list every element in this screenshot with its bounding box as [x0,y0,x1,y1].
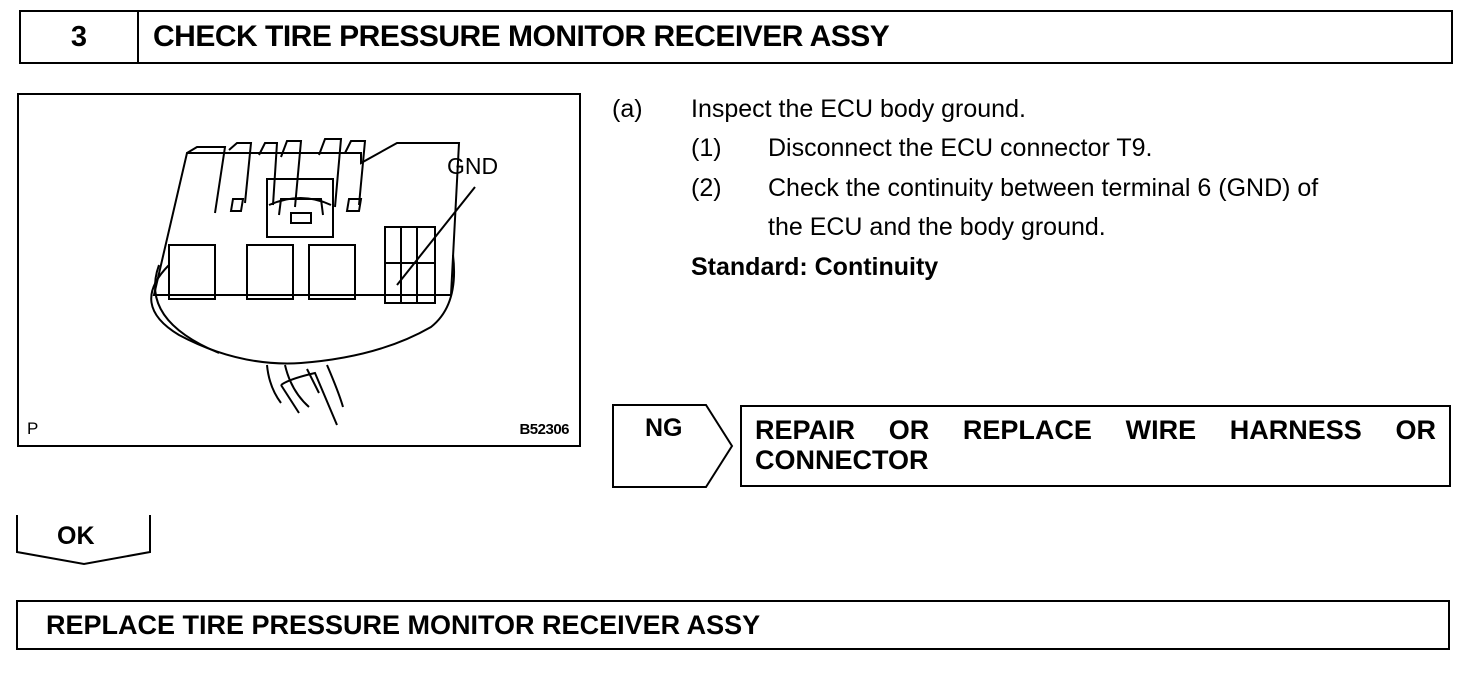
ng-result-line1: REPAIR OR REPLACE WIRE HARNESS OR [755,415,1436,445]
item-a-text: Inspect the ECU body ground. [691,95,1026,123]
ecu-connector-illustration [150,138,476,426]
figure-corner-label: P [27,419,39,438]
step2-line1: Check the continuity between terminal 6 … [768,174,1319,202]
step-header: 3 CHECK TIRE PRESSURE MONITOR RECEIVER A… [19,10,1453,64]
step2-marker: (2) [691,174,722,202]
ng-arrow-tag [612,404,734,488]
ng-word: REPLACE [962,415,1092,445]
step-title: CHECK TIRE PRESSURE MONITOR RECEIVER ASS… [153,20,890,53]
ng-result-box: REPAIR OR REPLACE WIRE HARNESS OR CONNEC… [740,405,1451,487]
step1-marker: (1) [691,134,722,162]
figure-id: B52306 [519,421,569,438]
ng-word: OR [1395,415,1437,445]
step2-line2: the ECU and the body ground. [768,213,1106,241]
ng-word: REPAIR [755,415,856,445]
step-number: 3 [21,12,139,62]
ng-result-line2: CONNECTOR [755,445,929,475]
ok-arrow-tag [16,514,152,566]
gnd-callout: GND [447,153,499,179]
ng-word: WIRE [1125,415,1197,445]
item-a-marker: (a) [612,95,643,123]
connector-figure: GND P B52306 [17,93,581,447]
ok-label: OK [57,522,95,550]
final-step-box: REPLACE TIRE PRESSURE MONITOR RECEIVER A… [16,600,1450,650]
step1-text: Disconnect the ECU connector T9. [768,134,1153,162]
standard-spec: Standard: Continuity [691,253,939,281]
ng-word: HARNESS [1229,415,1362,445]
ng-word: OR [888,415,930,445]
ng-label: NG [645,414,683,442]
